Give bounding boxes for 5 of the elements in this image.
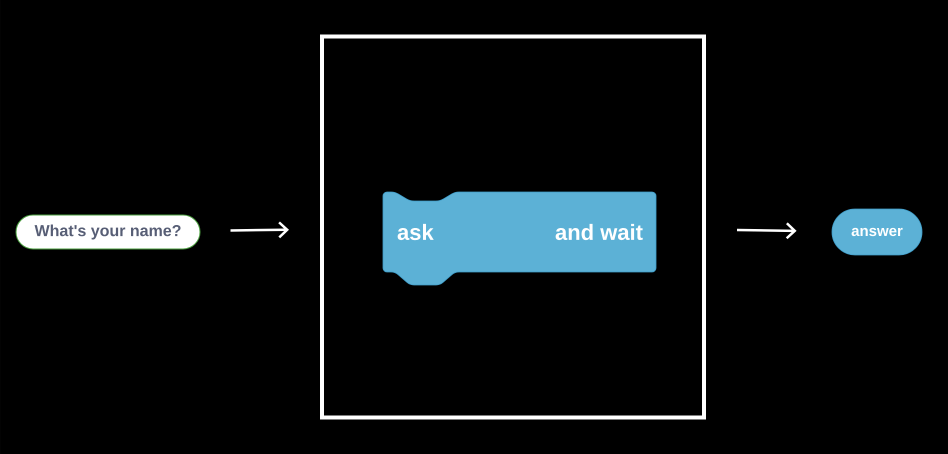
arrow [230, 221, 289, 238]
input-pill: What's your name? [16, 214, 200, 250]
frame-box [320, 34, 706, 420]
arrow [736, 222, 797, 240]
command-block: ask and wait [382, 192, 656, 286]
